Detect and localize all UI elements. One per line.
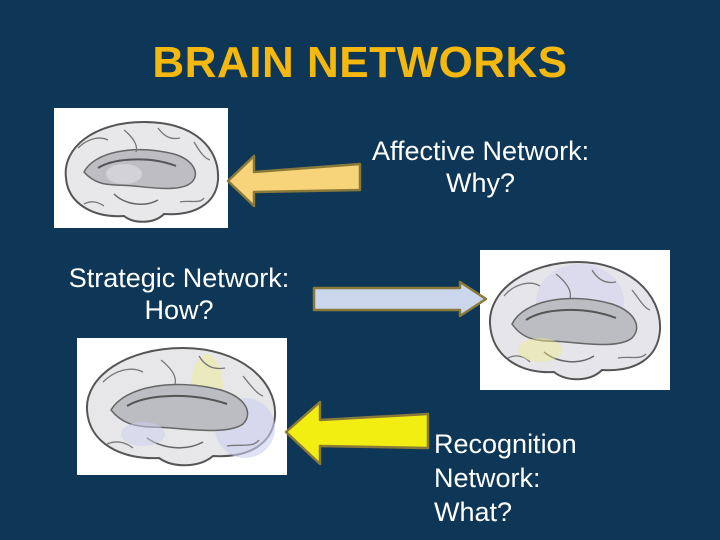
recognition-brain-image xyxy=(77,338,287,475)
recognition-label-line3: What? xyxy=(434,497,513,527)
strategic-brain-drawing xyxy=(488,260,662,381)
strategic-brain-image xyxy=(480,250,670,390)
strategic-label-line1: Strategic Network: xyxy=(68,263,290,293)
recognition-brain-drawing xyxy=(85,346,277,467)
strategic-arrow-icon xyxy=(312,280,488,318)
affective-label-line1: Affective Network: xyxy=(372,136,590,166)
affective-network-label: Affective Network: Why? xyxy=(372,135,589,199)
recognition-network-label: Recognition Network: What? xyxy=(434,427,577,529)
affective-arrow-icon xyxy=(226,154,362,208)
affective-label-line2: Why? xyxy=(446,168,516,198)
affective-brain-image xyxy=(54,108,228,228)
recognition-label-line2: Network: xyxy=(434,463,541,493)
strategic-label-line2: How? xyxy=(144,295,214,325)
affective-brain-drawing xyxy=(64,120,220,223)
strategic-network-label: Strategic Network: How? xyxy=(48,262,310,326)
recognition-arrow-icon xyxy=(284,400,430,466)
slide-title: BRAIN NETWORKS xyxy=(152,38,568,87)
recognition-label-line1: Recognition xyxy=(434,429,577,459)
